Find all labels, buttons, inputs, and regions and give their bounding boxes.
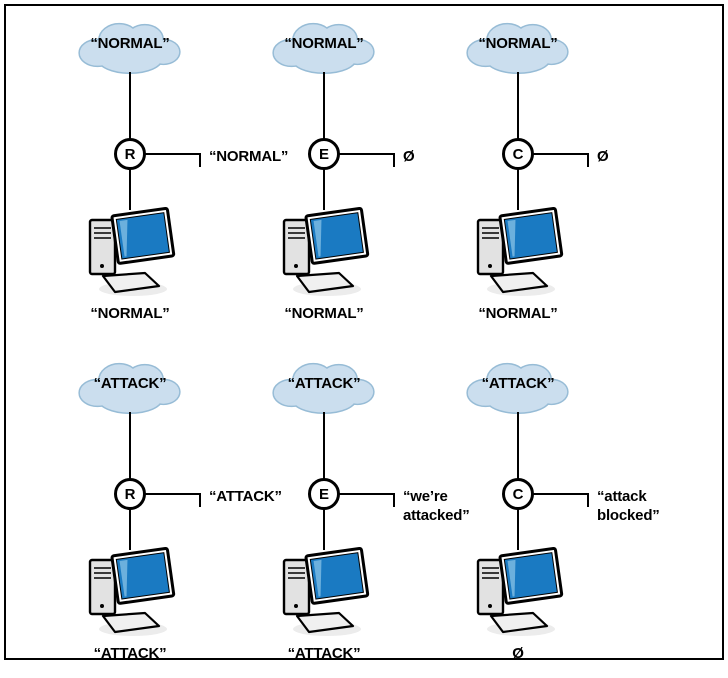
side-label: “attack blocked” [597, 488, 660, 524]
node-circle: C [502, 138, 534, 170]
branch-line [337, 153, 395, 155]
panel-normal-e: “NORMAL” E Ø “NORMAL” [227, 8, 517, 338]
computer-icon [75, 204, 185, 299]
link-node-host [129, 508, 131, 550]
computer-icon [269, 204, 379, 299]
host-label: Ø [512, 645, 524, 662]
computer-icon [269, 544, 379, 639]
link-cloud-node [517, 72, 519, 140]
branch-tick [199, 493, 201, 507]
cloud-label: “NORMAL” [284, 35, 364, 52]
host-label: “NORMAL” [478, 305, 558, 322]
branch-tick [199, 153, 201, 167]
cloud-label: “ATTACK” [93, 375, 167, 392]
node-circle: C [502, 478, 534, 510]
host-label: “NORMAL” [284, 305, 364, 322]
cloud-label: “NORMAL” [478, 35, 558, 52]
panel-normal-c: “NORMAL” C Ø “NORMAL” [421, 8, 711, 338]
computer-icon [75, 544, 185, 639]
host-label: “NORMAL” [90, 305, 170, 322]
link-cloud-node [517, 412, 519, 480]
link-node-host [517, 168, 519, 210]
node-circle: R [114, 478, 146, 510]
host-label: “ATTACK” [93, 645, 167, 662]
node-circle: R [114, 138, 146, 170]
link-cloud-node [323, 412, 325, 480]
cloud-label: “ATTACK” [287, 375, 361, 392]
branch-tick [587, 493, 589, 507]
panel-attack-e: “ATTACK” E “we’re attacked” “ATTACK” [227, 348, 517, 678]
link-node-host [323, 508, 325, 550]
link-cloud-node [129, 72, 131, 140]
side-label: “NORMAL” [209, 148, 289, 165]
branch-line [531, 153, 589, 155]
branch-tick [587, 153, 589, 167]
node-circle: E [308, 478, 340, 510]
computer-icon [463, 544, 573, 639]
link-node-host [517, 508, 519, 550]
link-node-host [323, 168, 325, 210]
side-label: Ø [597, 148, 609, 165]
cloud-label: “NORMAL” [90, 35, 170, 52]
link-node-host [129, 168, 131, 210]
side-label: “we’re attacked” [403, 488, 470, 524]
branch-tick [393, 493, 395, 507]
link-cloud-node [323, 72, 325, 140]
branch-line [531, 493, 589, 495]
branch-line [337, 493, 395, 495]
side-label: “ATTACK” [209, 488, 282, 505]
link-cloud-node [129, 412, 131, 480]
cloud-label: “ATTACK” [481, 375, 555, 392]
side-label: Ø [403, 148, 415, 165]
panel-attack-c: “ATTACK” C “attack blocked” Ø [421, 348, 711, 678]
computer-icon [463, 204, 573, 299]
branch-tick [393, 153, 395, 167]
panel-normal-r: “NORMAL” R “NORMAL” “NORMAL” [33, 8, 323, 338]
panel-attack-r: “ATTACK” R “ATTACK” “ATTACK” [33, 348, 323, 678]
branch-line [143, 493, 201, 495]
host-label: “ATTACK” [287, 645, 361, 662]
node-circle: E [308, 138, 340, 170]
branch-line [143, 153, 201, 155]
